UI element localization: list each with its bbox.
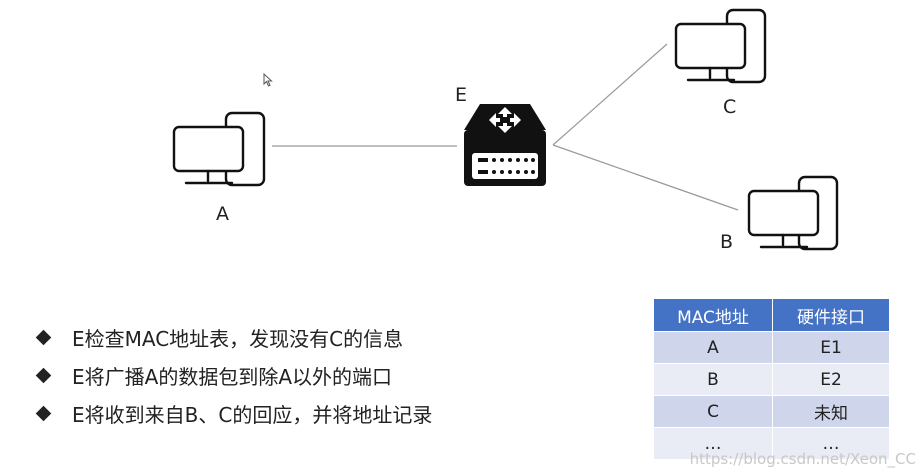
table-row: C 未知 — [653, 395, 890, 428]
table-cell: A — [653, 331, 773, 364]
link-e-b — [552, 144, 739, 211]
label-b: B — [720, 231, 734, 253]
switch-e-icon — [464, 104, 546, 186]
computer-a-icon — [172, 111, 266, 187]
computer-c-icon — [674, 8, 767, 84]
table-cell: C — [653, 395, 773, 428]
list-item: E将收到来自B、C的回应，并将地址记录 — [35, 394, 433, 432]
table-row: … … — [653, 427, 890, 460]
bullet-list: E检查MAC地址表，发现没有C的信息 E将广播A的数据包到除A以外的端口 E将收… — [35, 318, 433, 432]
table-cell: B — [653, 363, 773, 396]
watermark: https://blog.csdn.net/Xeon_CC — [689, 450, 916, 468]
mac-address-table: MAC地址 硬件接口 A E1 B E2 C 未知 … … — [653, 298, 890, 460]
label-c: C — [723, 96, 737, 118]
mouse-cursor-icon — [263, 73, 273, 87]
diamond-bullet-icon — [35, 367, 52, 383]
table-cell: E2 — [772, 363, 890, 396]
bullet-text: E检查MAC地址表，发现没有C的信息 — [72, 326, 404, 351]
table-header-row: MAC地址 硬件接口 — [653, 298, 890, 332]
diamond-bullet-icon — [35, 405, 52, 421]
diamond-bullet-icon — [35, 329, 52, 345]
table-row: B E2 — [653, 363, 890, 396]
bullet-text: E将收到来自B、C的回应，并将地址记录 — [72, 402, 433, 427]
list-item: E将广播A的数据包到除A以外的端口 — [35, 356, 432, 394]
header-interface: 硬件接口 — [772, 298, 890, 332]
table-cell-unknown: 未知 — [772, 395, 890, 428]
table-cell: E1 — [772, 331, 890, 364]
table-cell: … — [653, 427, 773, 460]
label-a: A — [216, 203, 229, 225]
table-cell: … — [772, 427, 890, 460]
label-e: E — [455, 84, 468, 106]
bullet-text: E将广播A的数据包到除A以外的端口 — [72, 364, 392, 389]
header-mac: MAC地址 — [653, 298, 773, 332]
list-item: E检查MAC地址表，发现没有C的信息 — [35, 318, 432, 356]
table-row: A E1 — [653, 331, 890, 364]
link-e-c — [552, 43, 668, 146]
computer-b-icon — [747, 175, 839, 251]
